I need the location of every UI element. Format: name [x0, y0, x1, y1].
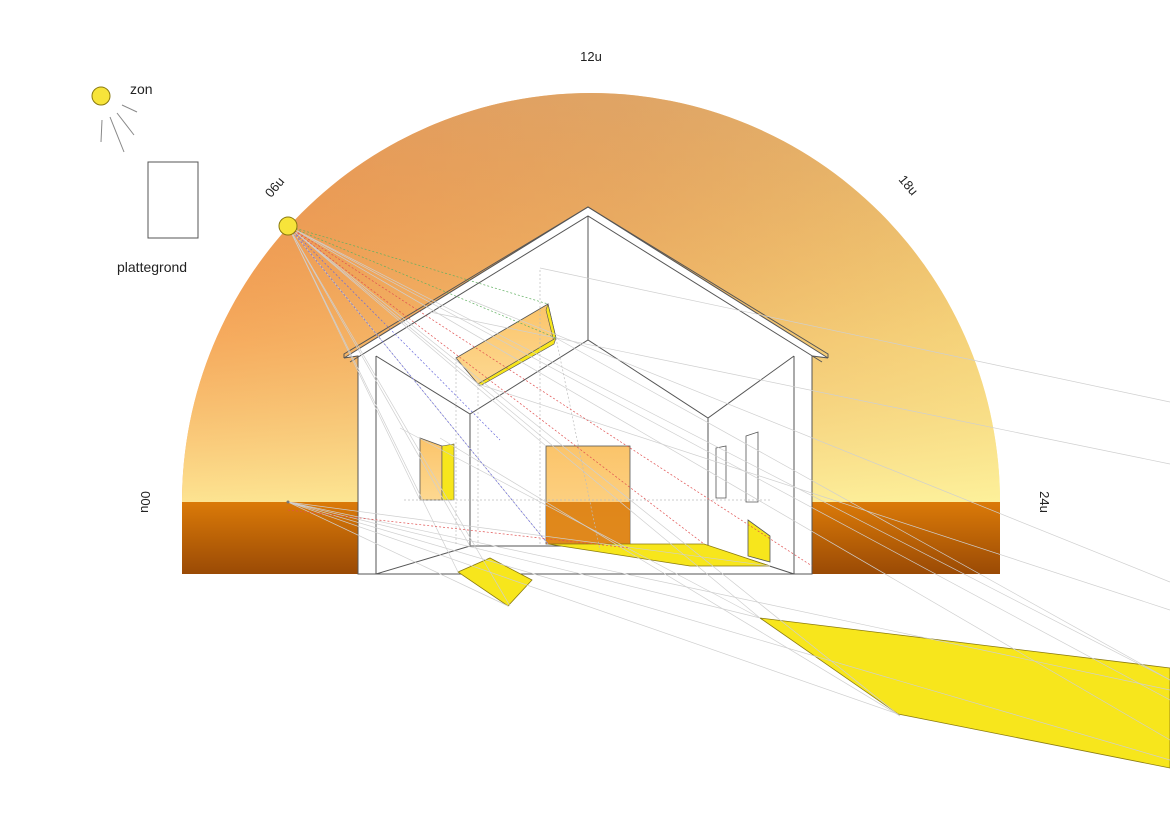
floorplan-legend-label: plattegrond — [117, 259, 187, 275]
hour-label-24: 24u — [1037, 491, 1052, 513]
hour-label-18: 18u — [896, 172, 921, 198]
hour-label-12: 12u — [580, 49, 602, 64]
hour-label-06: 06u — [262, 174, 287, 200]
hour-label-00: 00u — [138, 491, 153, 513]
sun-position-marker — [279, 217, 297, 235]
legend: zon plattegrond — [92, 81, 198, 275]
ground-projection-point — [287, 501, 290, 504]
back-window — [546, 446, 630, 544]
outside-light-patch-large — [760, 618, 1170, 768]
floorplan-rect-icon — [148, 162, 198, 238]
sun-legend-label: zon — [130, 81, 153, 97]
